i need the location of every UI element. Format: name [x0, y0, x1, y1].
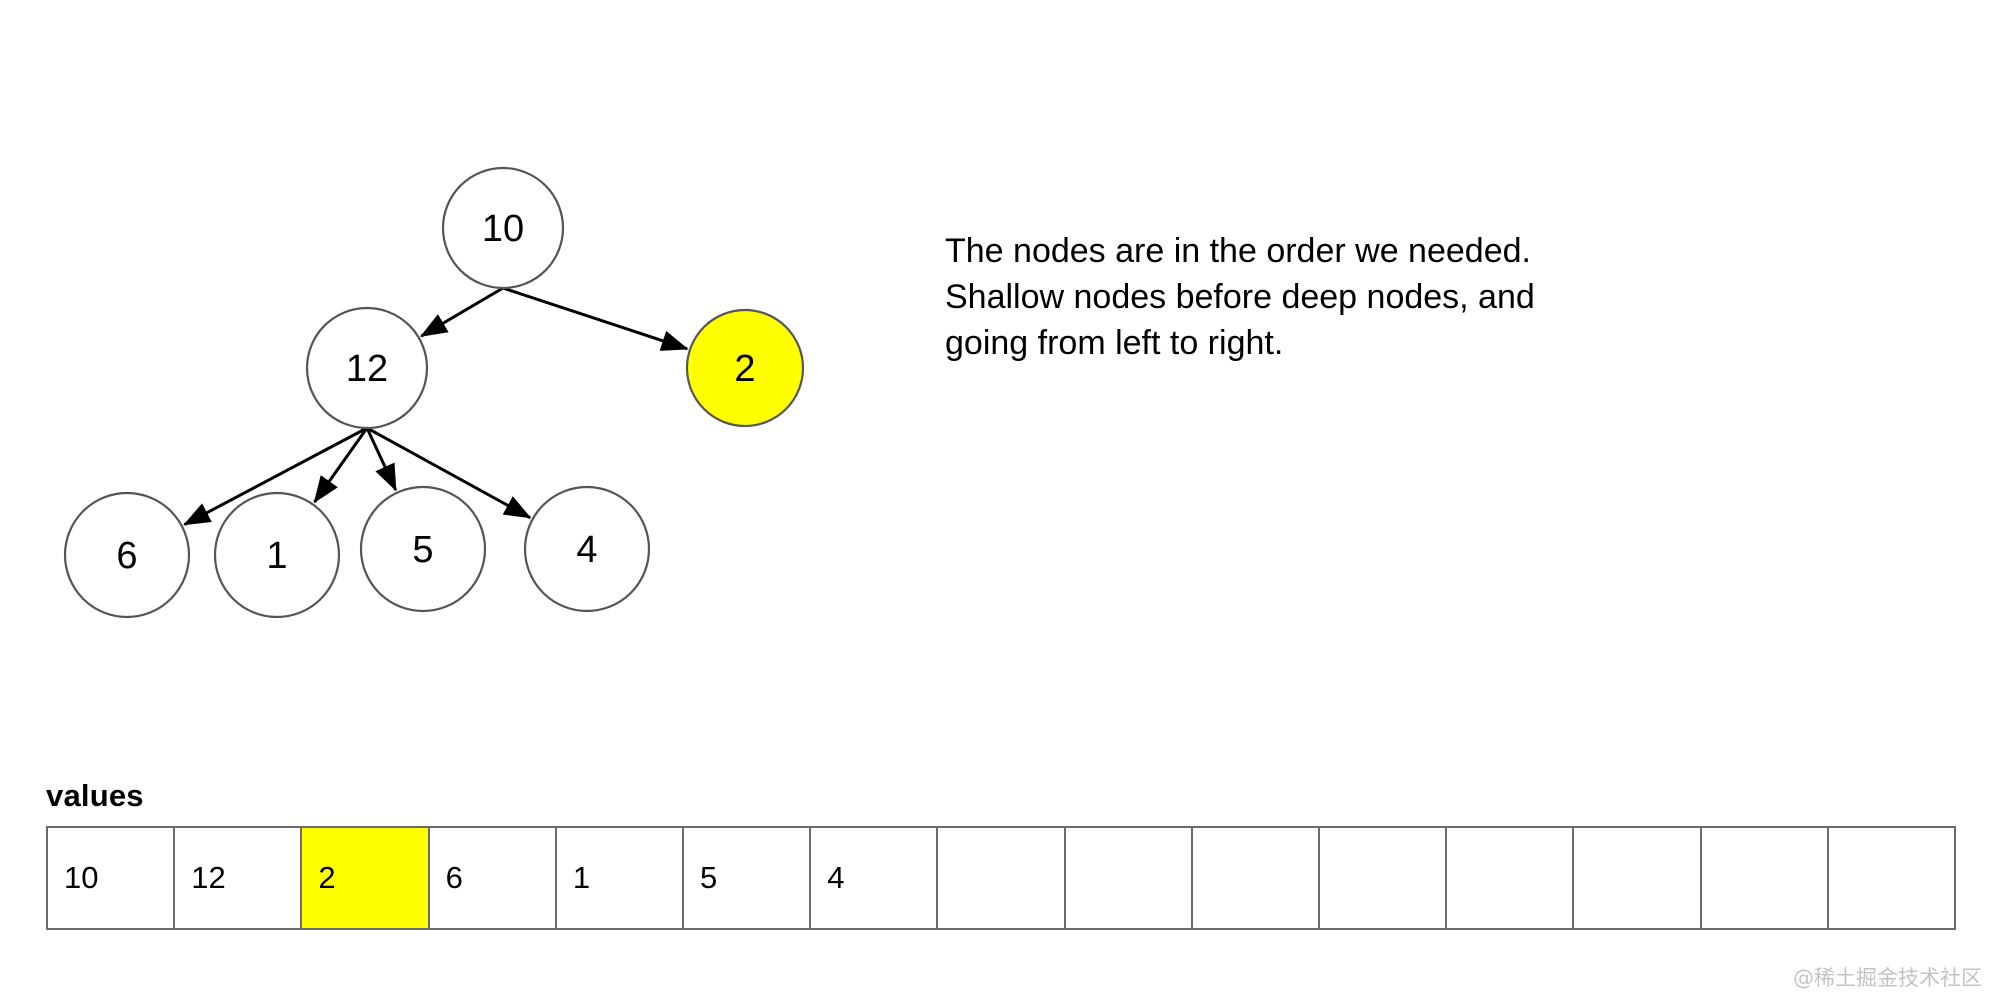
tree-edge-root-to-n2 — [502, 286, 689, 351]
tree-node-label: 5 — [412, 529, 433, 571]
tree-node-label: 1 — [266, 535, 287, 577]
tree-node-circle — [685, 308, 805, 428]
values-cell-11[interactable] — [1447, 828, 1575, 928]
values-cell-1[interactable]: 12 — [175, 828, 303, 928]
tree-edges — [183, 286, 689, 526]
tree-edge-root-to-n12 — [420, 286, 504, 338]
values-cell-0[interactable]: 10 — [48, 828, 176, 928]
tree-nodes: 10 12 2 6 1 5 4 — [63, 166, 805, 619]
tree-node-circle — [63, 491, 191, 619]
values-cell-8[interactable] — [1065, 828, 1193, 928]
tree-edge-n12-to-n1 — [313, 427, 369, 504]
explanation-text: The nodes are in the order we needed. Sh… — [945, 232, 1535, 362]
tree-node-label: 2 — [734, 348, 755, 390]
tree-diagram: 10 12 2 6 1 5 4 — [63, 166, 805, 619]
tree-edge-n12-to-n6 — [183, 426, 368, 526]
values-cell-5[interactable]: 5 — [684, 828, 812, 928]
tree-node-label: 12 — [346, 348, 388, 390]
values-cell-3[interactable]: 6 — [429, 828, 557, 928]
values-label: values — [46, 778, 144, 813]
values-cell-12[interactable] — [1574, 828, 1702, 928]
tree-edge-n12-to-n5 — [365, 427, 398, 492]
tree-edge-n12-to-n4 — [366, 426, 532, 519]
tree-node-4[interactable]: 4 — [523, 485, 651, 613]
tree-node-circle — [213, 491, 341, 619]
tree-node-label: 10 — [482, 208, 524, 250]
tree-node-12[interactable]: 12 — [305, 306, 429, 430]
tree-node-circle — [305, 306, 429, 430]
tree-node-1[interactable]: 1 — [213, 491, 341, 619]
tree-node-6[interactable]: 6 — [63, 491, 191, 619]
values-cell-7[interactable] — [938, 828, 1066, 928]
values-cell-6[interactable]: 4 — [811, 828, 939, 928]
tree-node-2[interactable]: 2 — [685, 308, 805, 428]
watermark: @稀土掘金技术社区 — [1793, 966, 1982, 990]
values-cell-10[interactable] — [1320, 828, 1448, 928]
tree-node-circle — [359, 485, 487, 613]
tree-node-10[interactable]: 10 — [441, 166, 565, 290]
tree-node-label: 4 — [576, 529, 597, 571]
values-cell-4[interactable]: 1 — [556, 828, 685, 928]
tree-node-label: 6 — [116, 535, 137, 577]
values-cell-9[interactable] — [1192, 828, 1321, 928]
tree-node-circle — [441, 166, 565, 290]
tree-node-circle — [523, 485, 651, 613]
tree-node-5[interactable]: 5 — [359, 485, 487, 613]
values-cell-2[interactable]: 2 — [302, 828, 430, 928]
values-cell-13[interactable] — [1701, 828, 1829, 928]
values-cell-14[interactable] — [1828, 828, 1957, 928]
